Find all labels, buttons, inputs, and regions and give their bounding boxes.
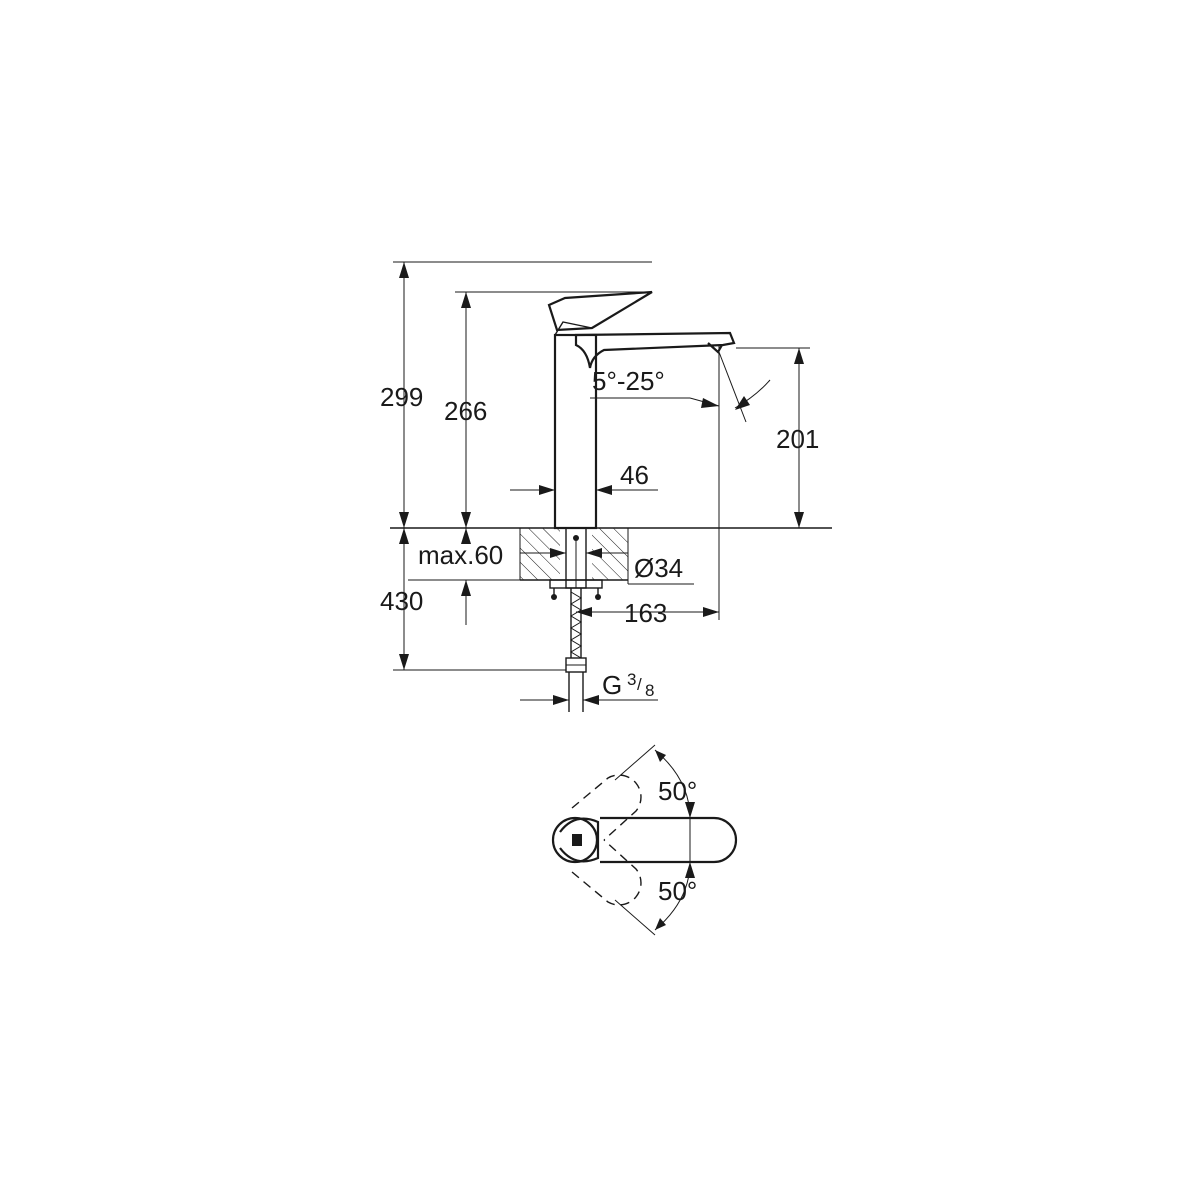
faucet-side-view: 299 266 201 46: [380, 261, 832, 712]
label-thread-slash: /: [637, 675, 642, 694]
supply-hose: [565, 588, 587, 712]
label-299: 299: [380, 382, 423, 412]
label-266: 266: [444, 396, 487, 426]
label-201: 201: [776, 424, 819, 454]
dimension-total-height: 299: [380, 261, 652, 528]
dimension-spout-height: 201: [736, 347, 819, 528]
dimension-hole-diameter: Ø34: [520, 548, 694, 585]
label-thread-den: 8: [645, 681, 654, 700]
indicator-icon: [572, 834, 582, 846]
label-430: 430: [380, 586, 423, 616]
label-thread-num: 3: [627, 670, 636, 689]
faucet-lever: [547, 290, 653, 332]
label-rotation-down: 50°: [658, 876, 697, 906]
lever-rotated-down: [571, 839, 642, 906]
label-163: 163: [624, 598, 667, 628]
dimension-body-width: 46: [510, 460, 658, 495]
dimension-countertop-thickness: max.60: [408, 528, 520, 625]
lever-rotated-up: [571, 774, 642, 841]
dimension-hose-length: 430: [380, 528, 566, 671]
faucet-spout: [574, 331, 736, 369]
label-46: 46: [620, 460, 649, 490]
dimension-spout-reach: 163: [576, 598, 719, 628]
dimension-spout-angle: 5°-25°: [590, 345, 771, 620]
lever-center-position: [600, 816, 738, 864]
faucet-top-view: 50° 50°: [551, 744, 738, 936]
dimension-lever-height: 266: [444, 291, 652, 528]
dimension-connection-thread: G 3 / 8: [520, 670, 658, 705]
label-max-60: max.60: [418, 540, 503, 570]
label-diameter-34: Ø34: [634, 553, 683, 583]
label-spout-angle: 5°-25°: [592, 366, 665, 396]
label-rotation-up: 50°: [658, 776, 697, 806]
label-thread-g: G: [602, 670, 622, 700]
